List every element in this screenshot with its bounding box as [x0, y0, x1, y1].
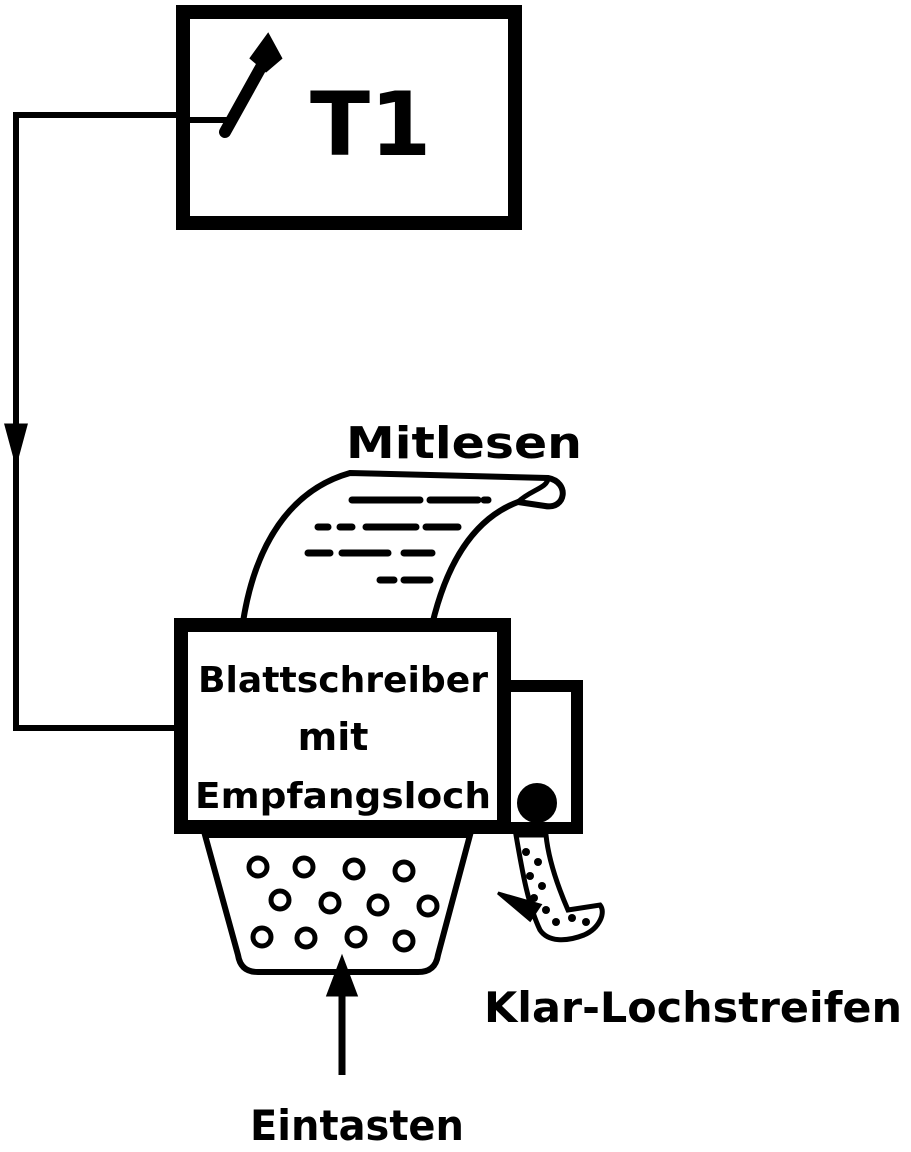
printer-label-line2: mit	[298, 715, 369, 759]
tape-punch-roller-icon	[517, 783, 557, 823]
printer-label-line1: Blattschreiber	[198, 660, 488, 701]
printer-box	[174, 618, 511, 834]
tape-punch-box	[504, 680, 583, 834]
paper-text-lines	[304, 496, 492, 584]
keyboard-body	[201, 832, 474, 975]
wire-arrow-icon	[4, 423, 28, 468]
t1-label: T1	[310, 73, 431, 176]
t1-switch-line	[219, 54, 271, 138]
paper-sheet	[240, 469, 566, 626]
tape-arrow-icon	[497, 891, 543, 923]
tape-output-label: Klar-Lochstreifen	[484, 983, 902, 1032]
printer-label-line3: Empfangsloch	[195, 776, 491, 817]
tape-holes	[522, 848, 590, 926]
paper-curl	[516, 477, 551, 504]
paper-output-label: Mitlesen	[346, 418, 582, 469]
keyboard-keys	[246, 855, 440, 953]
keyboard-input-label: Eintasten	[250, 1101, 464, 1150]
keyboard-input-arrow-icon	[325, 953, 359, 997]
connection-wire	[13, 112, 190, 731]
t1-switch-knob	[249, 32, 283, 73]
